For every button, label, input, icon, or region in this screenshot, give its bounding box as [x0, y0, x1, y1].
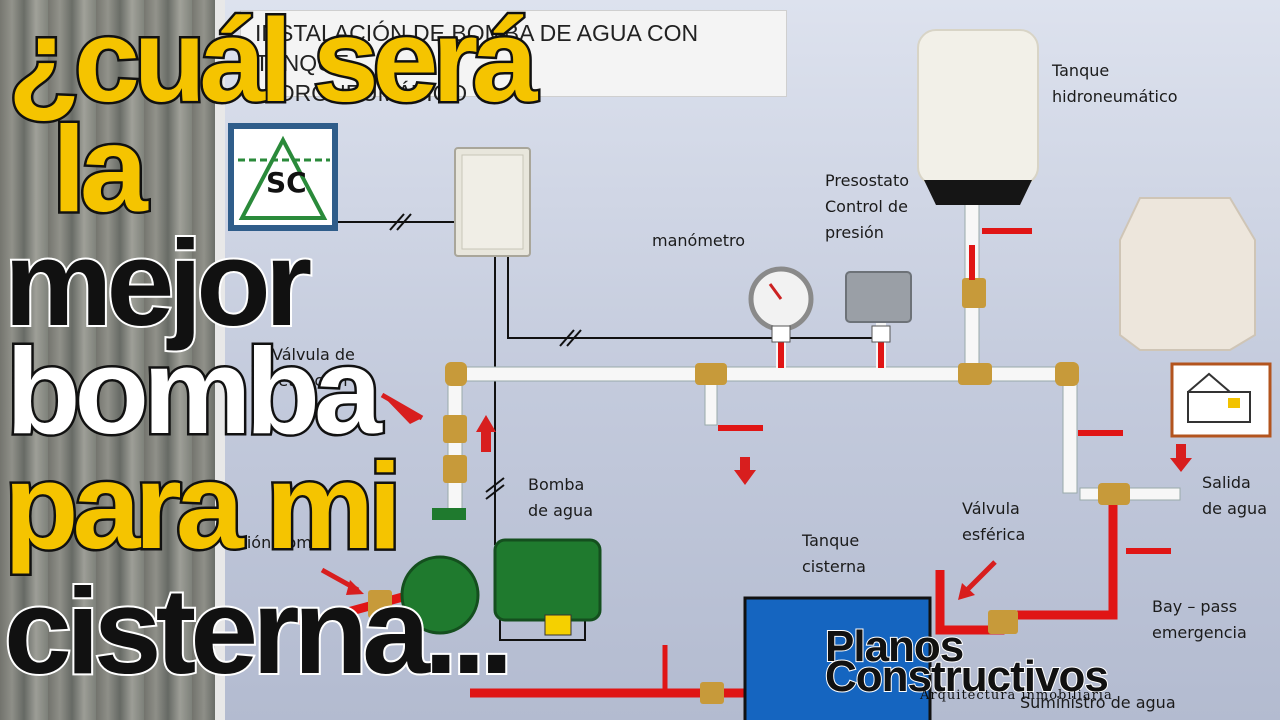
- valve-handle-tank: [982, 228, 1032, 234]
- diagram-title-line1: INSTALACIÓN DE BOMBA DE AGUA CON TANQUE: [255, 20, 699, 76]
- label-suministro: Suministro de agua: [1020, 693, 1176, 712]
- wire-break-2b: [566, 329, 582, 347]
- right-descent-pipe: [1062, 377, 1078, 494]
- arrow-up-flow: [476, 415, 496, 452]
- wire-break-3: [485, 477, 505, 493]
- red-pipe-tank: [969, 245, 975, 280]
- pump-volute: [400, 555, 480, 635]
- background-photo-divider: [215, 0, 225, 720]
- headline-line4: bomba: [4, 323, 385, 459]
- diagram-title-box: [240, 10, 787, 97]
- diagram-title: INSTALACIÓN DE BOMBA DE AGUA CON TANQUE …: [255, 18, 785, 108]
- label-valvula-retencion: Válvula de retención: [272, 345, 355, 390]
- label-bypass: Bay – pass emergencia: [1152, 597, 1247, 642]
- sc-symbol-label: SC: [266, 166, 307, 199]
- elbow-fitting-2: [1055, 362, 1079, 386]
- arrow-drain-down: [734, 457, 756, 485]
- bypass-tee: [1098, 483, 1130, 505]
- label-presostato: Presostato Control de presión: [825, 171, 910, 242]
- control-wire-presostato: [507, 255, 881, 339]
- label-tanque-cisterna: Tanque cisterna: [802, 531, 866, 576]
- headline-line1: ¿cuál será: [6, 0, 541, 127]
- background-photo-strip: [0, 0, 215, 720]
- valve-handle-right: [1078, 430, 1123, 436]
- storage-tank: [1119, 197, 1256, 351]
- tee-fitting-2: [958, 363, 992, 385]
- presostato-device: [845, 271, 912, 323]
- elbow-fitting-1: [445, 362, 467, 386]
- label-valvula-esferica: Válvula esférica: [962, 499, 1026, 544]
- tee-fitting-1: [695, 363, 727, 385]
- red-pipe-presostato: [878, 342, 884, 368]
- label-manometro: manómetro: [652, 231, 746, 250]
- headline-line6: cisterna...: [2, 563, 516, 699]
- headline-line2: la: [50, 101, 151, 237]
- headline-line3: mejor: [2, 215, 314, 351]
- label-salida-agua: Salida de agua: [1202, 473, 1267, 518]
- pump-motor: [493, 538, 602, 622]
- headline-line5: para mi: [2, 438, 405, 574]
- union-fitting-riser: [443, 455, 467, 483]
- brand-line1: Planos: [824, 622, 965, 671]
- tank-union-fitting: [962, 278, 986, 308]
- valve-fitting-riser: [443, 415, 467, 443]
- arrow-outlet-down: [1170, 444, 1192, 472]
- red-pipe-gauge: [778, 342, 784, 368]
- diagram-title-line2: HIDRONEUMÁTICO: [255, 80, 468, 106]
- brand-tagline: Arquitectura inmobiliaria: [920, 688, 1113, 703]
- drain-pipe: [704, 379, 718, 426]
- arrow-esferica: [963, 560, 997, 594]
- bypass-union: [988, 610, 1018, 634]
- wire-break-3b: [485, 484, 505, 500]
- wire-break-1: [389, 213, 405, 231]
- label-bomba: Bomba de agua: [528, 475, 593, 520]
- label-tanque-hidroneumatico: Tanque hidroneumático: [1052, 61, 1178, 106]
- valve-handle-drain: [718, 425, 763, 431]
- house-icon: [1170, 362, 1272, 438]
- label-union-bomba: Unión bomba: [225, 533, 332, 552]
- pump-union: [368, 590, 392, 618]
- arrow-check-valve: [380, 392, 424, 424]
- wire-break-2: [559, 329, 575, 347]
- valve-handle-bypass: [1126, 548, 1171, 554]
- tanque-cisterna: [743, 596, 932, 720]
- supply-union: [700, 682, 724, 704]
- brand-line2: Constructivos: [824, 652, 1110, 701]
- hydropneumatic-tank: [917, 29, 1039, 186]
- wire-break-1b: [396, 213, 412, 231]
